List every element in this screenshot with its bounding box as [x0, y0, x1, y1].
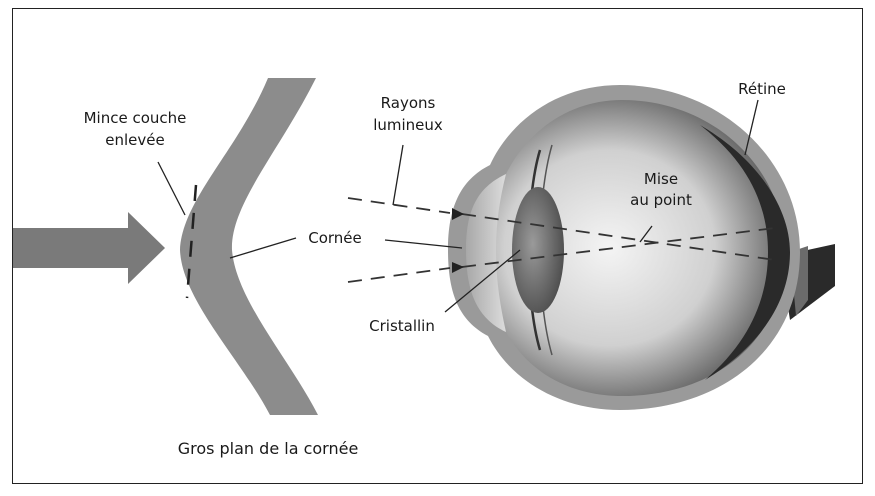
- label-lens: Cristallin: [369, 317, 435, 335]
- label-thin-layer-line2: enlevée: [105, 131, 164, 149]
- label-focus-line1: Mise: [644, 170, 678, 188]
- label-cornea: Cornée: [308, 229, 362, 247]
- arrow-right-icon: [0, 212, 165, 284]
- label-focus-line2: au point: [630, 191, 692, 209]
- label-light-rays-line2: lumineux: [373, 116, 443, 134]
- cornea-closeup-shape: [180, 78, 318, 415]
- label-light-rays-line1: Rayons: [381, 94, 436, 112]
- eyeball-cross-section: [448, 85, 835, 410]
- caption: Gros plan de la cornée: [178, 439, 359, 458]
- label-retina: Rétine: [738, 80, 786, 98]
- label-thin-layer-line1: Mince couche: [84, 109, 187, 127]
